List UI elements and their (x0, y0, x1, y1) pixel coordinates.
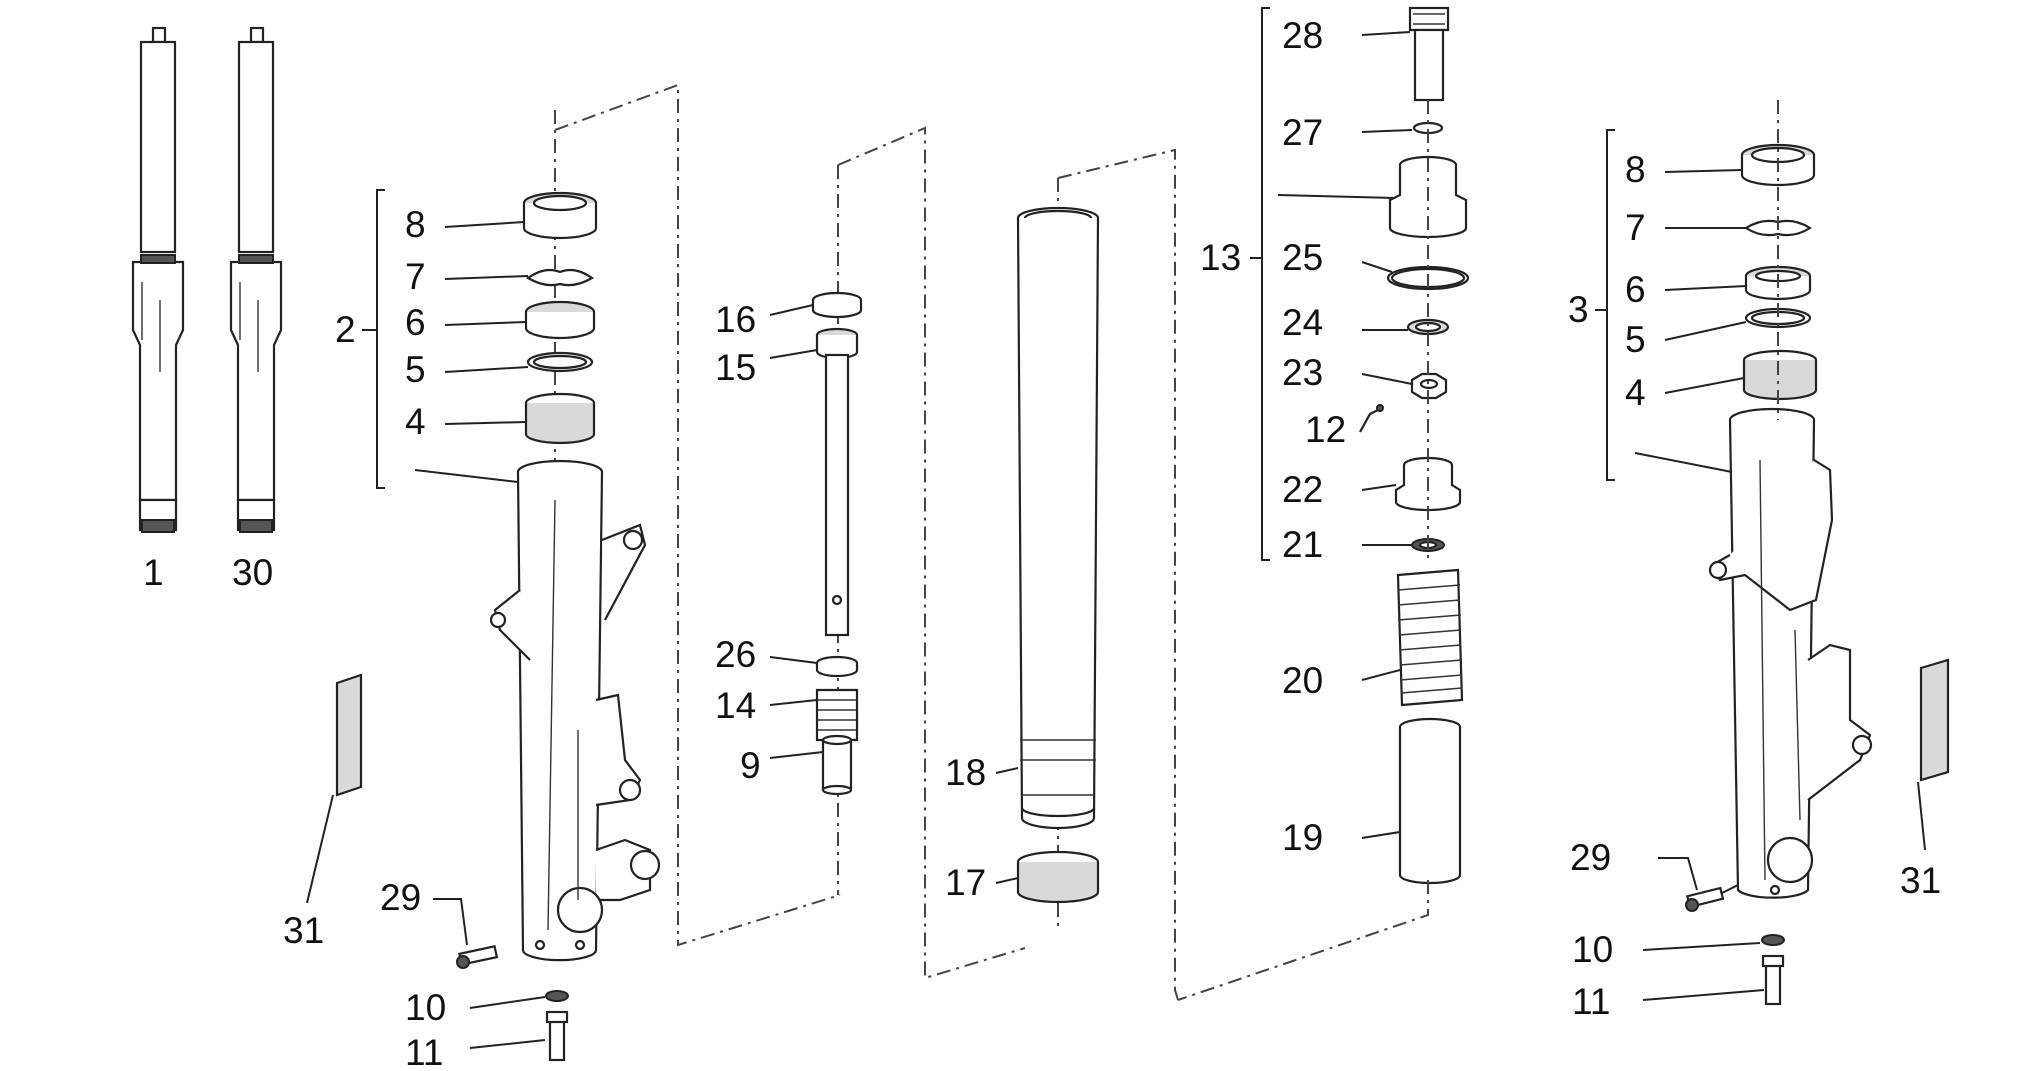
bracket-13 (1250, 7, 1270, 561)
fork-assembly-1 (131, 26, 185, 533)
label-23: 23 (1282, 352, 1323, 393)
label-4-right: 4 (1625, 372, 1646, 413)
label-5-left: 5 (405, 349, 426, 390)
label-26: 26 (715, 634, 756, 675)
label-13-group: 13 (1200, 237, 1241, 278)
label-4-left: 4 (405, 401, 426, 442)
label-16: 16 (715, 299, 756, 340)
label-15: 15 (715, 347, 756, 388)
label-28: 28 (1282, 15, 1323, 56)
label-8-left: 8 (405, 204, 426, 245)
bracket-3 (1595, 129, 1615, 481)
label-1: 1 (143, 552, 164, 593)
lower-leg-right (1708, 407, 1873, 899)
label-27: 27 (1282, 112, 1323, 153)
label-10-left: 10 (405, 987, 446, 1028)
inner-tube (1016, 206, 1100, 830)
label-21: 21 (1282, 524, 1323, 565)
label-19: 19 (1282, 817, 1323, 858)
label-31-right: 31 (1900, 860, 1941, 901)
fork-assembly-30 (229, 26, 283, 533)
label-8-right: 8 (1625, 149, 1646, 190)
label-3-group: 3 (1568, 289, 1589, 330)
label-7-right: 7 (1625, 207, 1646, 248)
label-9: 9 (740, 745, 761, 786)
label-11-right: 11 (1572, 981, 1610, 1022)
label-30: 30 (232, 552, 273, 593)
spring-20 (1396, 568, 1464, 707)
label-29-right: 29 (1570, 837, 1611, 878)
label-12: 12 (1305, 409, 1346, 450)
label-20: 20 (1282, 660, 1323, 701)
label-31-left: 31 (283, 910, 324, 951)
dash-line-cartridge (1177, 100, 1429, 1001)
lower-leg-left (489, 459, 661, 962)
label-22: 22 (1282, 469, 1323, 510)
label-18: 18 (945, 752, 986, 793)
label-29-left: 29 (380, 877, 421, 918)
label-6-right: 6 (1625, 269, 1646, 310)
label-2-group: 2 (335, 309, 356, 350)
label-24: 24 (1282, 302, 1323, 343)
label-14: 14 (715, 685, 756, 726)
label-7-left: 7 (405, 256, 426, 297)
label-11-left: 11 (405, 1032, 443, 1071)
label-25: 25 (1282, 237, 1323, 278)
label-6-left: 6 (405, 302, 426, 343)
label-17: 17 (945, 862, 986, 903)
bracket-2 (362, 189, 385, 489)
label-5-right: 5 (1625, 319, 1646, 360)
label-10-right: 10 (1572, 929, 1613, 970)
dash-line-damper (837, 126, 1026, 980)
